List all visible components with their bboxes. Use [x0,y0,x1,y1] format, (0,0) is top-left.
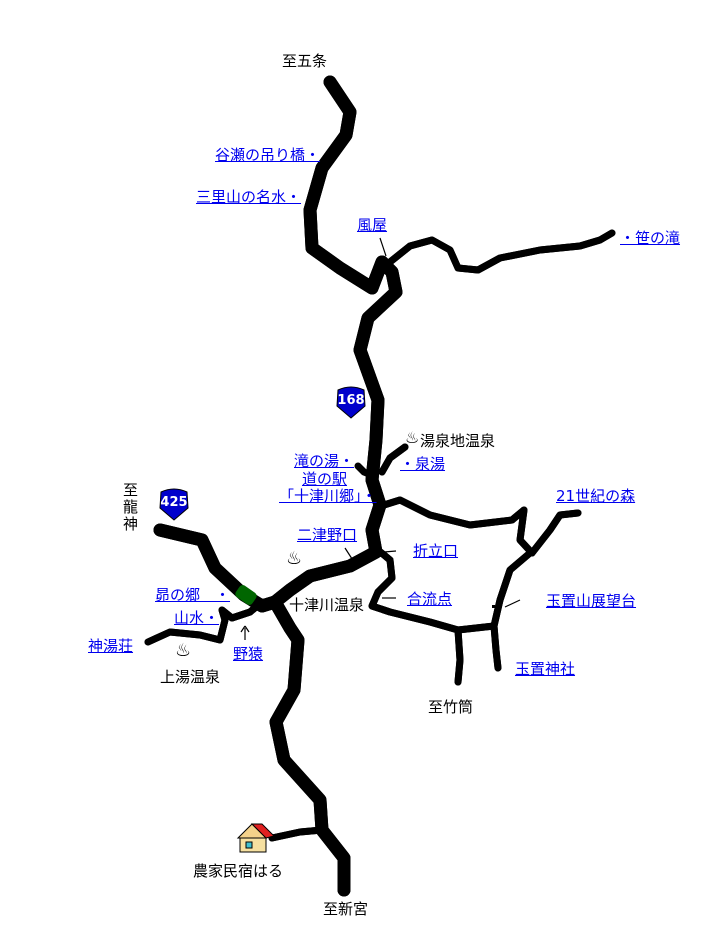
hot-spring-icon: ♨ [286,548,303,569]
link-subaru-no-sato[interactable]: 昴の郷 ・ [155,586,231,604]
road-centerline [458,630,460,682]
pointer-line [504,599,521,608]
route-425-label: 425 [160,495,188,510]
label-totsukawa-onsen: 十津川温泉 [289,596,365,614]
hot-spring-icon: ♨ [175,640,192,661]
link-izumiyu[interactable]: ・泉湯 [400,455,446,473]
link-sansui[interactable]: 山水・ [174,609,220,627]
direction-shingu: 至新宮 [323,900,369,918]
label-kamiyu-onsen: 上湯温泉 [160,668,221,686]
pointer-arrow [244,625,250,633]
pointer-line [383,550,397,553]
road-centerline [494,626,498,668]
pointer-line [344,547,357,566]
pointer-arrow [240,625,246,633]
main-roads [153,75,403,897]
link-tanize-bridge[interactable]: 谷瀬の吊り橋・ [215,146,321,164]
route-168-shield: 168 [334,386,368,420]
link-michinoeki-1[interactable]: 道の駅 [302,470,348,488]
label-farm-inn: 農家民宿はる [193,862,284,880]
route-shield-icon [159,488,189,521]
route-shield-icon [336,386,366,419]
pointer-line [379,237,387,257]
direction-gojo: 至五条 [282,52,328,70]
direction-ryujin: 至龍神 [123,481,139,533]
link-mirisan-water[interactable]: 三里山の名水・ [196,188,302,206]
label-yusenchi-onsen: 湯泉地温泉 [420,432,496,450]
road-to-sasa-falls [386,229,616,274]
link-sasa-falls[interactable]: ・笹の滝 [620,229,681,247]
link-takinoyu[interactable]: 滝の湯・ [294,452,355,470]
direction-takenodo: 至竹筒 [428,698,474,716]
link-confluence[interactable]: 合流点 [407,590,453,608]
link-oritachi-guchi[interactable]: 折立口 [413,542,459,560]
route-425-shield: 425 [157,488,191,522]
farm-inn-house-icon [236,823,275,853]
pointer-lines [240,237,521,640]
link-tamaki-shrine[interactable]: 玉置神社 [515,660,576,678]
road-centerline [390,233,612,270]
subaru-station-marker [235,585,257,605]
link-century-forest[interactable]: 21世紀の森 [556,487,636,505]
link-michinoeki-2[interactable]: 「十津川郷」・ [279,487,377,505]
route-168-label: 168 [337,393,365,408]
link-kazeya[interactable]: 風屋 [357,216,388,234]
link-futatsuno-guchi[interactable]: 二津野口 [297,526,358,544]
link-tamaki-observatory[interactable]: 玉置山展望台 [546,592,637,610]
link-kamiyuso[interactable]: 神湯荘 [88,637,134,655]
hot-spring-icon: ♨ [405,428,420,447]
road-centerline [272,830,322,838]
observatory-point-marker [492,605,495,608]
link-yaen[interactable]: 野猿 [233,645,264,663]
secondary-roads [144,229,616,842]
